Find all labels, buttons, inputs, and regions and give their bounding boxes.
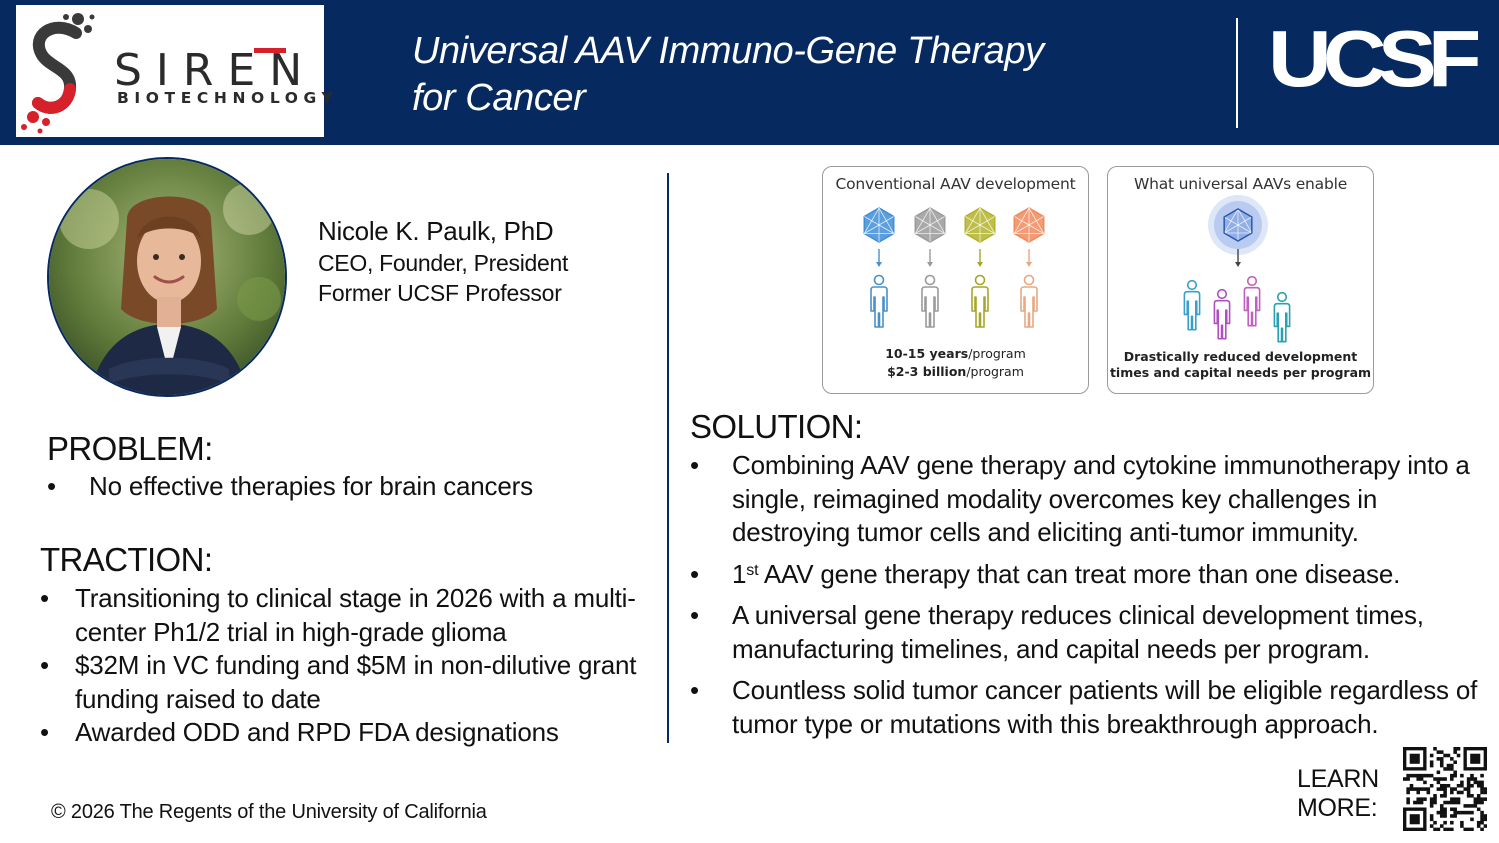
traction-heading: TRACTION: (40, 541, 213, 578)
panel-caption: Drastically reduced development times an… (1109, 349, 1372, 380)
siren-red-accent (254, 48, 286, 53)
patient-icon (1020, 274, 1038, 328)
patient-icon (1183, 279, 1201, 331)
header-divider (1236, 18, 1238, 128)
aav-capsid-icon (914, 207, 946, 243)
figure-panel-conventional: Conventional AAV development 10-15 years… (822, 166, 1089, 394)
problem-heading: PROBLEM: (47, 430, 213, 467)
solution-list: Combining AAV gene therapy and cytokine … (690, 449, 1480, 749)
list-item: $32M in VC funding and $5M in non-diluti… (40, 649, 640, 716)
learn-more-label: LEARN MORE: (1297, 765, 1379, 822)
conventional-aav-diagram (863, 207, 1045, 328)
aav-capsid-icon (964, 207, 996, 243)
list-item: A universal gene therapy reduces clinica… (690, 599, 1480, 666)
siren-s-mark-icon (21, 13, 95, 134)
aav-capsid-icon (1208, 195, 1268, 255)
arrow-down-icon (876, 249, 882, 267)
siren-logo: SIREN BIOTECHNOLOGY (16, 5, 333, 137)
patient-icon (1213, 288, 1231, 340)
traction-list: Transitioning to clinical stage in 2026 … (40, 582, 640, 750)
arrow-down-icon (1235, 249, 1241, 267)
list-item: Awarded ODD and RPD FDA designations (40, 716, 640, 750)
column-divider (667, 173, 669, 743)
patient-icon (921, 274, 939, 328)
panel-title: What universal AAVs enable (1133, 175, 1348, 193)
patient-icon (870, 274, 888, 328)
patient-icon (1243, 275, 1261, 327)
list-item: No effective therapies for brain cancers (47, 470, 637, 504)
list-item: Countless solid tumor cancer patients wi… (690, 674, 1480, 741)
figure-panel-universal: What universal AAVs enable Drastically r… (1107, 166, 1374, 394)
title-line-2: for Cancer (412, 77, 586, 119)
person-former-title: Former UCSF Professor (318, 280, 562, 306)
ucsf-logo: UCSF (1268, 22, 1478, 103)
siren-wordmark: SIREN (114, 45, 317, 96)
svg-text:UCSF: UCSF (1268, 22, 1478, 103)
list-item: 1st AAV gene therapy that can treat more… (690, 558, 1480, 592)
arrow-down-icon (927, 249, 933, 267)
panel-caption: 10-15 years/program $2-3 billion/program (885, 346, 1026, 379)
problem-list: No effective therapies for brain cancers (47, 470, 637, 504)
person-name: Nicole K. Paulk, PhD (318, 216, 554, 246)
patient-icon (971, 274, 989, 328)
solution-heading: SOLUTION: (690, 408, 863, 445)
universal-aav-diagram (1183, 195, 1291, 343)
aav-capsid-icon (863, 207, 895, 243)
aav-capsid-icon (1013, 207, 1045, 243)
siren-subtitle: BIOTECHNOLOGY (117, 89, 339, 107)
portrait-photo (47, 157, 287, 397)
person-role: CEO, Founder, President (318, 250, 569, 276)
qr-code-icon[interactable] (1403, 747, 1487, 831)
list-item: Transitioning to clinical stage in 2026 … (40, 582, 640, 649)
title-line-1: Universal AAV Immuno-Gene Therapy (412, 30, 1044, 72)
copyright-notice: © 2026 The Regents of the University of … (51, 801, 487, 823)
arrow-down-icon (977, 249, 983, 267)
list-item: Combining AAV gene therapy and cytokine … (690, 449, 1480, 550)
page-title: Universal AAV Immuno-Gene Therapy for Ca… (412, 28, 1044, 122)
header-banner: SIREN BIOTECHNOLOGY Universal AAV Immuno… (0, 0, 1499, 145)
arrow-down-icon (1026, 249, 1032, 267)
panel-title: Conventional AAV development (835, 175, 1076, 193)
patient-icon (1273, 291, 1291, 343)
